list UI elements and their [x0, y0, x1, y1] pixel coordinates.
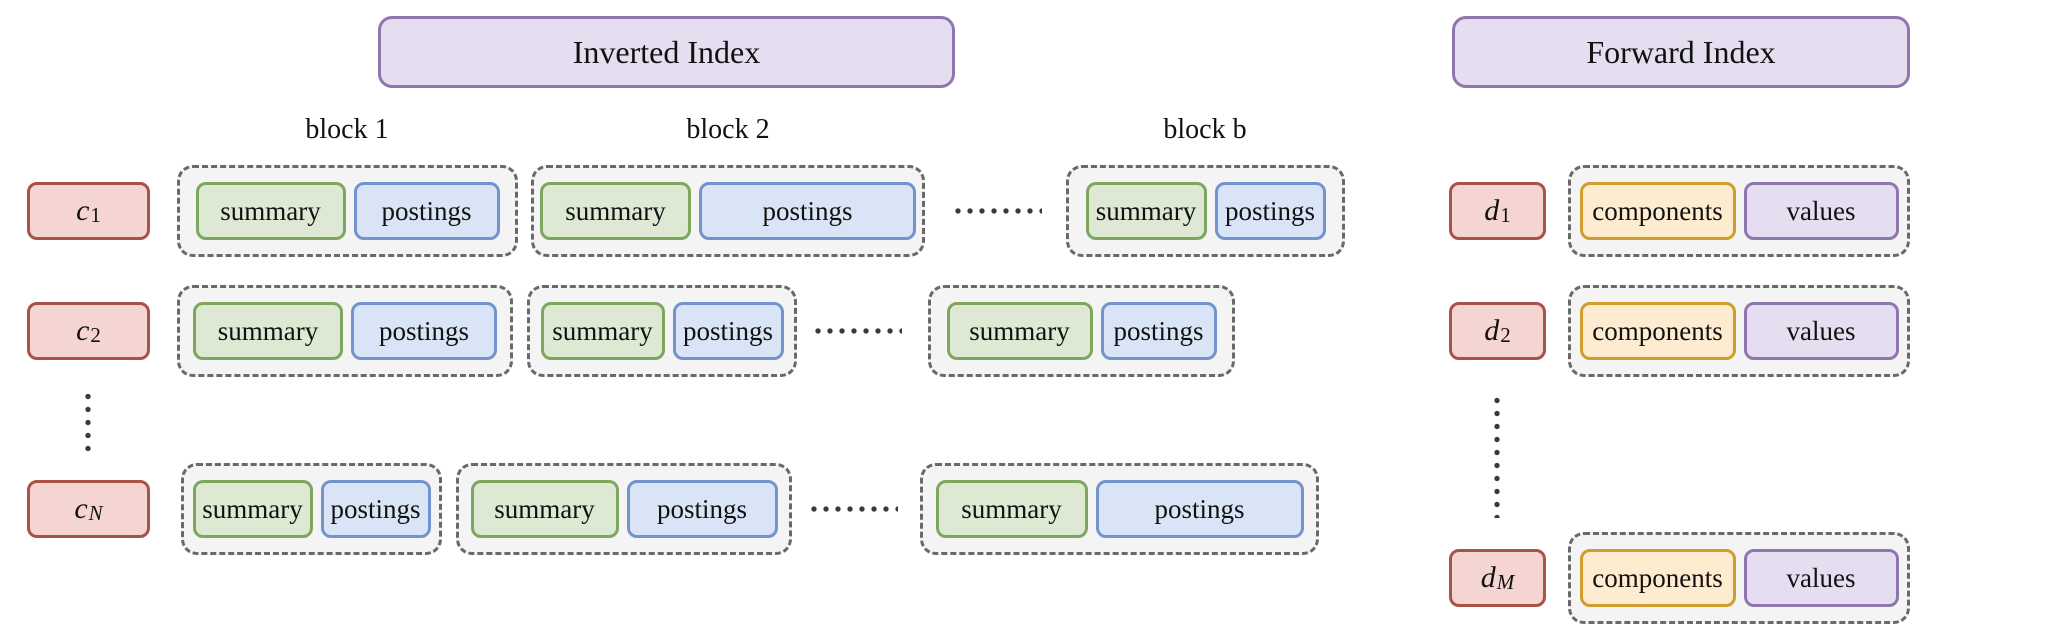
row-label-base: d [1484, 194, 1500, 227]
forward-index-header: Forward Index [1452, 16, 1910, 88]
postings-cell: postings [320, 480, 431, 538]
postings-cell: postings [699, 182, 916, 240]
summary-cell: summary [540, 302, 665, 360]
postings-cell: postings [351, 302, 497, 360]
postings-cell: postings [1095, 480, 1304, 538]
block-label: block 1 [305, 114, 389, 145]
row-label-base: c [76, 314, 90, 347]
row-label-base: d [1480, 561, 1496, 594]
inverted-index-header: Inverted Index [378, 16, 955, 88]
summary-cell: summary [192, 480, 313, 538]
block-label: block b [1163, 114, 1247, 145]
summary-cell: summary [195, 182, 346, 240]
postings-cell: postings [626, 480, 778, 538]
summary-cell: summary [1085, 182, 1207, 240]
components-cell: components [1579, 549, 1736, 607]
summary-cell: summary [935, 480, 1088, 538]
values-cell: values [1743, 302, 1899, 360]
summary-cell: summary [193, 302, 343, 360]
summary-cell: summary [946, 302, 1093, 360]
row-label-base: c [76, 194, 90, 227]
components-cell: components [1579, 182, 1736, 240]
values-cell: values [1743, 182, 1899, 240]
components-cell: components [1579, 302, 1736, 360]
postings-cell: postings [1100, 302, 1217, 360]
horizontal-ellipsis [812, 328, 902, 334]
summary-cell: summary [470, 480, 619, 538]
block-label: block 2 [686, 114, 770, 145]
summary-cell: summary [540, 182, 691, 240]
postings-cell: postings [353, 182, 500, 240]
values-cell: values [1743, 549, 1899, 607]
postings-cell: postings [1214, 182, 1326, 240]
vertical-ellipsis-right [1494, 394, 1500, 518]
row-label-base: d [1484, 314, 1500, 347]
horizontal-ellipsis [952, 208, 1042, 214]
row-label-base: c [74, 492, 88, 525]
horizontal-ellipsis [808, 506, 898, 512]
postings-cell: postings [672, 302, 784, 360]
vertical-ellipsis-left [85, 390, 91, 454]
